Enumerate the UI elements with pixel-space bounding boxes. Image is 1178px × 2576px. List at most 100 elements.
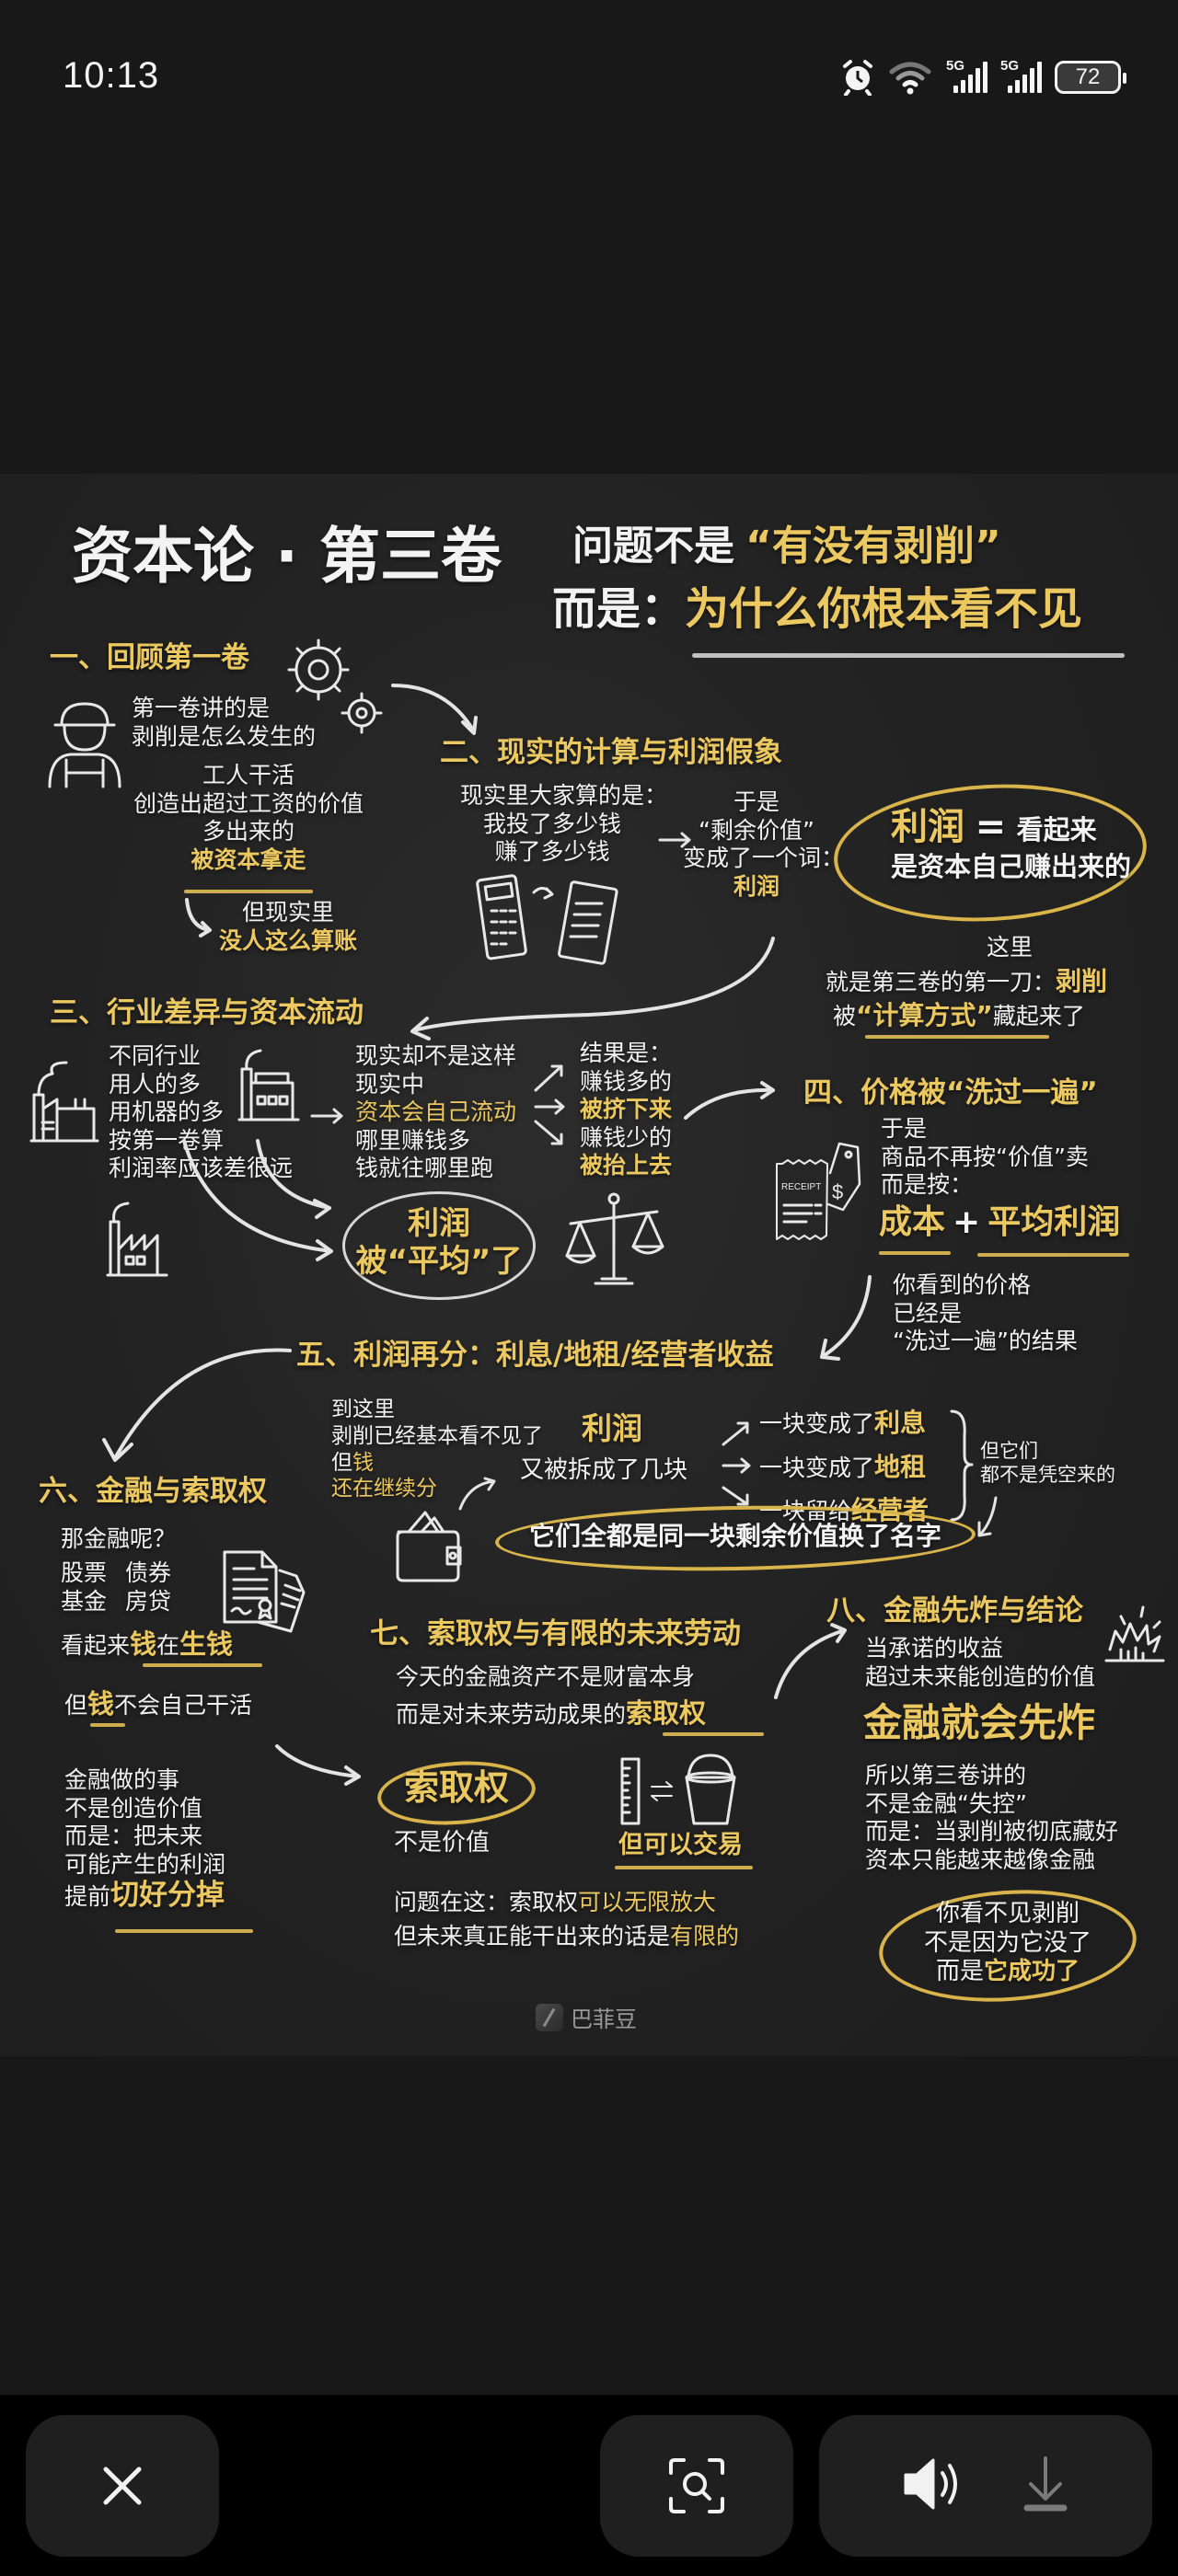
viewer-toolbar [0, 2395, 1178, 2576]
s6-money-underline [90, 1723, 125, 1727]
arrow-s1-to-s2 [391, 684, 478, 735]
s1-body: 工人干活 创造出超过工资的价值 多出来的 被资本拿走 [133, 762, 364, 873]
documents-icon [223, 1550, 306, 1633]
section-6-heading: 六、金融与索取权 [39, 1475, 267, 1508]
close-button[interactable] [26, 2415, 219, 2557]
s2-oval-line-2: 是资本自己赚出来的 [891, 851, 1132, 882]
receipt-price-tag-icon: RECEIPT $ [776, 1142, 861, 1240]
s2-oval-line-1: 利润 = 看起来 [891, 806, 1097, 848]
subtitle-line-1: 问题不是“有没有剥削” [572, 523, 1001, 569]
s2-underline [865, 1035, 1049, 1039]
media-actions-group [819, 2415, 1152, 2557]
s5-center-line: 又被拆成了几块 [520, 1456, 688, 1484]
download-button[interactable] [1020, 2455, 1071, 2517]
s5-branches: 一块变成了利息 一块变成了地租 一块留给经营者 [759, 1401, 929, 1533]
branch-interest: 一块变成了利息 [759, 1408, 927, 1438]
s6-question: 那金融呢？ [61, 1525, 177, 1552]
s3-fork-arrows [534, 1064, 565, 1145]
svg-text:$: $ [832, 1180, 843, 1203]
s4-formula: 成本+平均利润 [879, 1203, 1121, 1241]
download-icon [1023, 2456, 1068, 2512]
s7-line-1: 今天的金融资产不是财富本身 [396, 1663, 696, 1690]
s4-after: 你看到的价格 已经是 “洗过一遍”的结果 [893, 1271, 1078, 1354]
s6-finance: 金融做的事 不是创造价值 而是：把未来 可能产生的利润 提前切好分掉 [64, 1766, 226, 1912]
poster-title: 资本论 · 第三卷 [72, 521, 502, 592]
s5-down-arrow [977, 1496, 998, 1537]
ruler-bucket-icon [620, 1754, 736, 1825]
s2-arrow-right [658, 832, 691, 848]
s3-middle-text: 现实却不是这样 现实中 资本会自己流动 哪里赚钱多 钱就往哪里跑 [355, 1042, 517, 1181]
wifi-icon [887, 59, 933, 96]
branch-operator: 一块留给经营者 [759, 1495, 930, 1526]
worker-icon [48, 702, 121, 788]
status-icons: 5G 5G 72 [841, 57, 1126, 98]
branch-rent: 一块变成了地租 [759, 1451, 927, 1482]
s3-arrow-right [310, 1108, 343, 1124]
s4-underline-b [977, 1253, 1129, 1257]
s3-average-oval [342, 1191, 536, 1300]
visual-search-icon [669, 2458, 724, 2513]
section-2-heading: 二、现实的计算与利润假象 [440, 736, 782, 769]
s1-curve-arrow [185, 898, 212, 937]
speaker-button[interactable] [900, 2455, 964, 2517]
s1-intro: 第一卷讲的是 剥削是怎么发生的 [132, 695, 317, 750]
calculator-clipboard-icon [476, 874, 618, 965]
alarm-icon [841, 59, 874, 96]
signal-5g-sim2-icon: 5G [1000, 58, 1042, 93]
s6-looks-underline [143, 1663, 262, 1667]
s6-looks: 看起来钱在生钱 [61, 1628, 234, 1660]
s4-underline-a [879, 1251, 951, 1255]
section-4-heading: 四、价格被“洗过一遍” [803, 1076, 1098, 1110]
watermark-logo-icon [536, 2003, 563, 2031]
s7-tradable-underline [615, 1866, 753, 1869]
s6-but: 但钱不会自己干活 [64, 1688, 253, 1719]
s8-after: 所以第三卷讲的 不是金融“失控” 而是：当剥削被彻底藏好 资本只能越来越像金融 [865, 1762, 1119, 1873]
arrow-s7-to-s8 [774, 1623, 847, 1699]
s2-left-text: 现实里大家算的是： 我投了多少钱 赚了多少钱 [460, 782, 668, 865]
battery-level: 72 [1075, 64, 1101, 89]
section-1-heading: 一、回顾第一卷 [50, 641, 249, 674]
infographic-image[interactable]: 资本论 · 第三卷 问题不是“有没有剥削” 而是：为什么你根本看不见 一、回顾第… [0, 474, 1178, 2056]
s3-oval-text: 利润 被“平均”了 [355, 1205, 523, 1281]
gears-icon [287, 638, 383, 734]
s7-limit: 但未来真正能干出来的话是有限的 [394, 1923, 740, 1949]
section-8-heading: 八、金融先炸与结论 [826, 1594, 1083, 1627]
arrow-s5-to-s6 [102, 1348, 292, 1462]
s5-center-key: 利润 [582, 1410, 642, 1446]
s1-but: 但现实里 没人这么算账 [218, 899, 357, 954]
s2-conclusion-2: 就是第三卷的第一刀：剥削 [826, 966, 1108, 996]
s7-claim-underline [663, 1732, 764, 1736]
explosion-icon [1104, 1605, 1165, 1662]
arrow-s6-to-s7 [275, 1744, 361, 1786]
s7-not-value: 不是价值 [394, 1829, 491, 1857]
status-bar: 10:13 5G 5G 72 [0, 0, 1178, 156]
s2-middle-text: 于是 “剩余价值” 变成了一个词： 利润 [683, 788, 845, 900]
s8-lines: 当承诺的收益 超过未来能创造的价值 [865, 1635, 1096, 1690]
s8-oval-text: 你看不见剥削 不是因为它没了 而是它成功了 [923, 1900, 1091, 1986]
s5-brace [950, 1409, 974, 1522]
s7-tradable: 但可以交易 [618, 1831, 743, 1859]
s5-branch-arrows [722, 1421, 751, 1506]
battery-icon: 72 [1055, 61, 1126, 94]
visual-search-button[interactable] [600, 2415, 793, 2557]
arrow-s3-to-s4 [684, 1081, 775, 1120]
clock: 10:13 [63, 55, 160, 96]
svg-text:RECEIPT: RECEIPT [781, 1182, 821, 1192]
speaker-icon [904, 2458, 957, 2510]
s3-converge-arrows [182, 1139, 333, 1261]
s7-line-2: 而是对未来劳动成果的索取权 [396, 1697, 707, 1729]
s7-oval-text: 索取权 [403, 1767, 509, 1808]
s5-oval-text: 它们全都是同一块剩余价值换了名字 [528, 1521, 941, 1551]
section-5-heading: 五、利润再分：利息/地租/经营者收益 [296, 1339, 774, 1372]
s5-left-text: 到这里 剥削已经基本看不见了 但钱 还在继续分 [331, 1397, 543, 1501]
subtitle-line-2: 而是：为什么你根本看不见 [552, 583, 1083, 635]
s5-curve-arrow [458, 1477, 496, 1511]
arrow-s4-to-s5 [820, 1275, 872, 1361]
arrow-s2-to-s3 [410, 937, 775, 1041]
factory-icon-2 [237, 1049, 300, 1121]
s6-final-underline [115, 1929, 253, 1933]
s8-big: 金融就会先炸 [863, 1700, 1096, 1745]
s3-result-text: 结果是： 赚钱多的 被挤下来 赚钱少的 被抬上去 [580, 1040, 673, 1179]
s5-brace-note: 但它们 都不是凭空来的 [980, 1440, 1115, 1486]
s1-underline [184, 890, 313, 893]
